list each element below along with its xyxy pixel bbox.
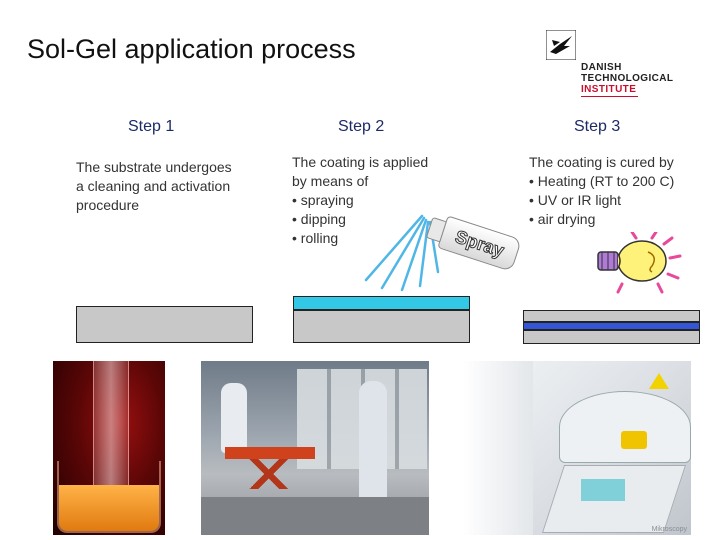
coating-layer-step-2 (293, 296, 470, 310)
lift-scissor (239, 459, 299, 489)
bird-logo-icon (546, 30, 576, 60)
photo-watermark: Mikroscopy (651, 526, 687, 533)
logo-line-2: TECHNOLOGICAL (581, 73, 674, 84)
page-title: Sol-Gel application process (27, 34, 356, 64)
substrate-step-3-top (523, 310, 700, 322)
logo-wordmark: DANISH TECHNOLOGICAL INSTITUTE (581, 62, 673, 95)
step-2-line: • rolling (292, 230, 339, 246)
step-1-heading: Step 1 (128, 118, 175, 135)
device-lid (559, 391, 691, 463)
step-3-line: • UV or IR light (529, 192, 622, 208)
worker-right (359, 381, 387, 501)
logo-line-1: DANISH (581, 62, 622, 73)
step-2-heading: Step 2 (338, 118, 385, 135)
worker-left (221, 383, 247, 453)
step-3-description: The coating is cured by • Heating (RT to… (529, 153, 674, 229)
logo-line-3: INSTITUTE (581, 84, 637, 95)
step-2-line: by means of (292, 173, 369, 189)
step-3-line: • Heating (RT to 200 C) (529, 173, 675, 189)
photo-curing-equipment: Mikroscopy (463, 361, 691, 535)
photo-spray-workshop (201, 361, 429, 535)
step-1-line: a cleaning and activation (76, 178, 231, 194)
cured-coating-step-3 (523, 322, 700, 330)
glass-slide (93, 361, 129, 489)
spray-illustration: Spray (360, 200, 530, 300)
logo-underline (581, 96, 638, 97)
step-3-line: The coating is cured by (529, 154, 674, 170)
spray-can-label: Spray (452, 225, 507, 261)
step-3-heading: Step 3 (574, 118, 621, 135)
light-bulb-icon (597, 230, 682, 294)
beaker-liquid (59, 485, 159, 531)
substrate-step-1 (76, 306, 253, 343)
step-2-line: The coating is applied (292, 154, 429, 170)
step-1-line: The substrate undergoes (76, 159, 232, 175)
floor (201, 497, 429, 535)
control-display (581, 479, 625, 501)
step-2-line: • spraying (292, 192, 354, 208)
light-bulb (592, 230, 686, 294)
logo (546, 30, 686, 100)
yellow-meter (621, 431, 647, 449)
step-3-line: • air drying (529, 211, 596, 227)
substrate-step-3 (523, 330, 700, 344)
step-1-description: The substrate undergoes a cleaning and a… (76, 158, 232, 215)
photo-dip-coating (53, 361, 165, 535)
warning-label (649, 373, 669, 389)
step-2-line: • dipping (292, 211, 346, 227)
lab-coat-arm (463, 361, 533, 535)
substrate-step-2 (293, 310, 470, 343)
lift-table (225, 447, 315, 459)
step-1-line: procedure (76, 197, 140, 213)
beaker-rim (57, 461, 161, 533)
step-2-description: The coating is applied by means of • spr… (292, 153, 428, 248)
